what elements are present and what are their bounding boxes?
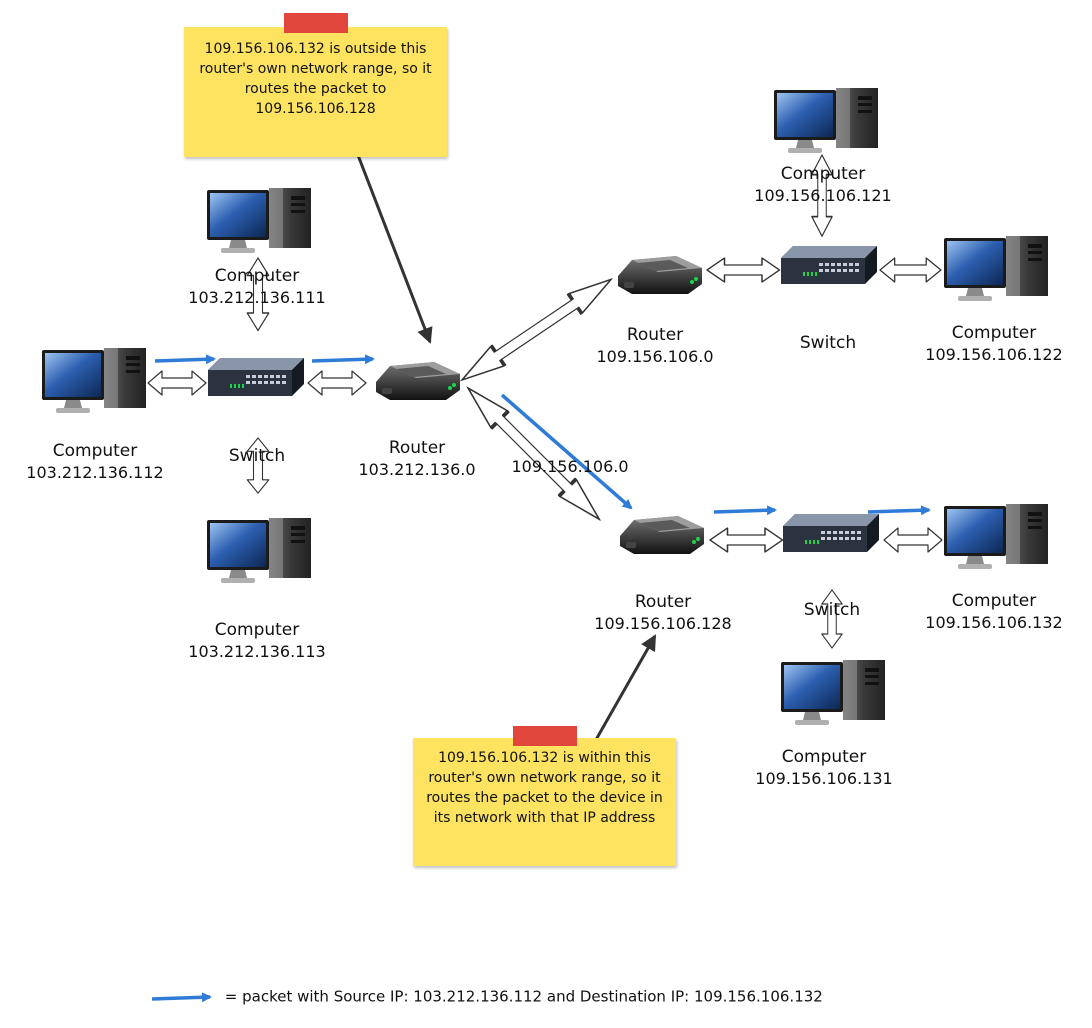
device-type: Router <box>634 592 692 612</box>
device-label-c122: Computer 109.156.106.122 <box>924 323 1064 365</box>
legend: = packet with Source IP: 103.212.136.112… <box>150 987 823 1011</box>
device-label-c131: Computer 109.156.106.131 <box>754 747 894 789</box>
device-label-c113: Computer 103.212.136.113 <box>187 620 327 662</box>
computer-icon <box>207 188 311 253</box>
router-icon <box>376 362 460 400</box>
device-type: Computer <box>214 266 300 286</box>
ip-address: 109.156.106.132 <box>925 613 1063 632</box>
switch-icon <box>208 358 304 396</box>
device-type: Computer <box>780 164 866 184</box>
link-c112-s1 <box>147 370 207 396</box>
sticky-note-top: 109.156.106.132 is outside this router's… <box>184 13 447 157</box>
switch-icon <box>783 514 879 552</box>
ip-address: 109.156.106.128 <box>594 614 732 633</box>
computer-icon <box>781 660 885 725</box>
note-pointer-arrow <box>354 149 433 344</box>
device-type: Switch <box>803 600 861 620</box>
computer-icon <box>944 236 1048 301</box>
router-icon <box>620 516 704 554</box>
device-type: Router <box>388 438 446 458</box>
ip-address: 103.212.136.113 <box>188 642 326 661</box>
tape <box>284 13 348 33</box>
note-pointer-arrow <box>591 634 657 746</box>
link-s3-c132 <box>883 527 943 553</box>
device-label-c112: Computer 103.212.136.112 <box>25 441 165 483</box>
ip-address: 109.156.106.122 <box>925 345 1063 364</box>
device-label-r2: Router 109.156.106.0 <box>585 325 725 367</box>
ip-address: 103.212.136.112 <box>26 463 164 482</box>
device-label-r1: Router 103.212.136.0 <box>347 438 487 480</box>
switch-icon <box>781 246 877 284</box>
ip-address: 109.156.106.121 <box>754 186 892 205</box>
device-type: Switch <box>228 446 286 466</box>
link-s2-c122 <box>879 257 942 283</box>
device-type: Computer <box>52 441 138 461</box>
device-type: Computer <box>781 747 867 767</box>
ip-address: 103.212.136.0 <box>358 460 476 479</box>
link-r2-s2 <box>706 257 781 283</box>
packet-arrow <box>867 505 931 516</box>
ip-address: 103.212.136.111 <box>188 288 326 307</box>
device-type: Computer <box>951 591 1037 611</box>
ip-address: 109.156.106.131 <box>755 769 893 788</box>
computer-icon <box>774 88 878 153</box>
note-text: 109.156.106.132 is within this router's … <box>426 750 663 826</box>
link-ip-label: 109.156.106.0 <box>511 457 629 476</box>
device-label-s1: Switch <box>207 446 307 467</box>
tape <box>513 726 577 746</box>
device-label-c132: Computer 109.156.106.132 <box>924 591 1064 633</box>
packet-arrow <box>500 393 633 510</box>
ip-address: 109.156.106.0 <box>596 347 714 366</box>
computer-icon <box>207 518 311 583</box>
device-type: Router <box>626 325 684 345</box>
device-label-r3: Router 109.156.106.128 <box>593 592 733 634</box>
device-type: Switch <box>799 333 857 353</box>
sticky-note-bottom: 109.156.106.132 is within this router's … <box>413 726 676 866</box>
computer-icon <box>42 348 146 413</box>
computer-icon <box>944 504 1048 569</box>
router-icon <box>618 256 702 294</box>
note-text: 109.156.106.132 is outside this router's… <box>199 41 432 117</box>
link-r3-s3 <box>709 527 784 553</box>
packet-arrow <box>311 354 375 365</box>
device-type: Computer <box>214 620 300 640</box>
link-s1-r1 <box>307 370 367 396</box>
packet-legend-arrow-icon <box>151 992 212 1003</box>
device-type: Computer <box>951 323 1037 343</box>
device-label-c121: Computer 109.156.106.121 <box>753 164 893 206</box>
legend-text: = packet with Source IP: 103.212.136.112… <box>224 987 823 1006</box>
device-label-c111: Computer 103.212.136.111 <box>187 266 327 308</box>
device-label-s3: Switch <box>782 600 882 621</box>
device-label-s2: Switch <box>778 333 878 354</box>
packet-arrow <box>154 354 216 365</box>
packet-arrow <box>713 505 777 516</box>
